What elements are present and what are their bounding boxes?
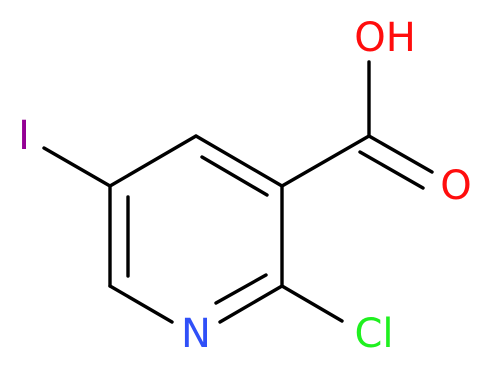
bond-n-c2-inner [214,273,268,305]
atom-oh-label: OH [354,15,416,61]
atom-labels: OH O I N Cl [18,15,472,357]
bond-c2-cl [280,284,344,323]
atom-cl-label: Cl [354,311,393,357]
bond-c-o-double-b [358,150,425,190]
atom-n-label: N [181,311,211,357]
atom-o-label: O [440,163,471,209]
bond-c4-c3 [194,134,284,188]
bond-n-c2 [218,284,284,324]
bond-c-o-double-a [367,134,434,174]
bond-c5-i [42,146,112,188]
bonds [42,60,434,324]
atom-i-label: I [18,113,30,159]
bond-c6-n [108,284,174,324]
bond-c4-c3-inner [200,155,269,197]
bond-c4-c5 [108,134,198,188]
bond-c3-ccooh [280,134,371,188]
